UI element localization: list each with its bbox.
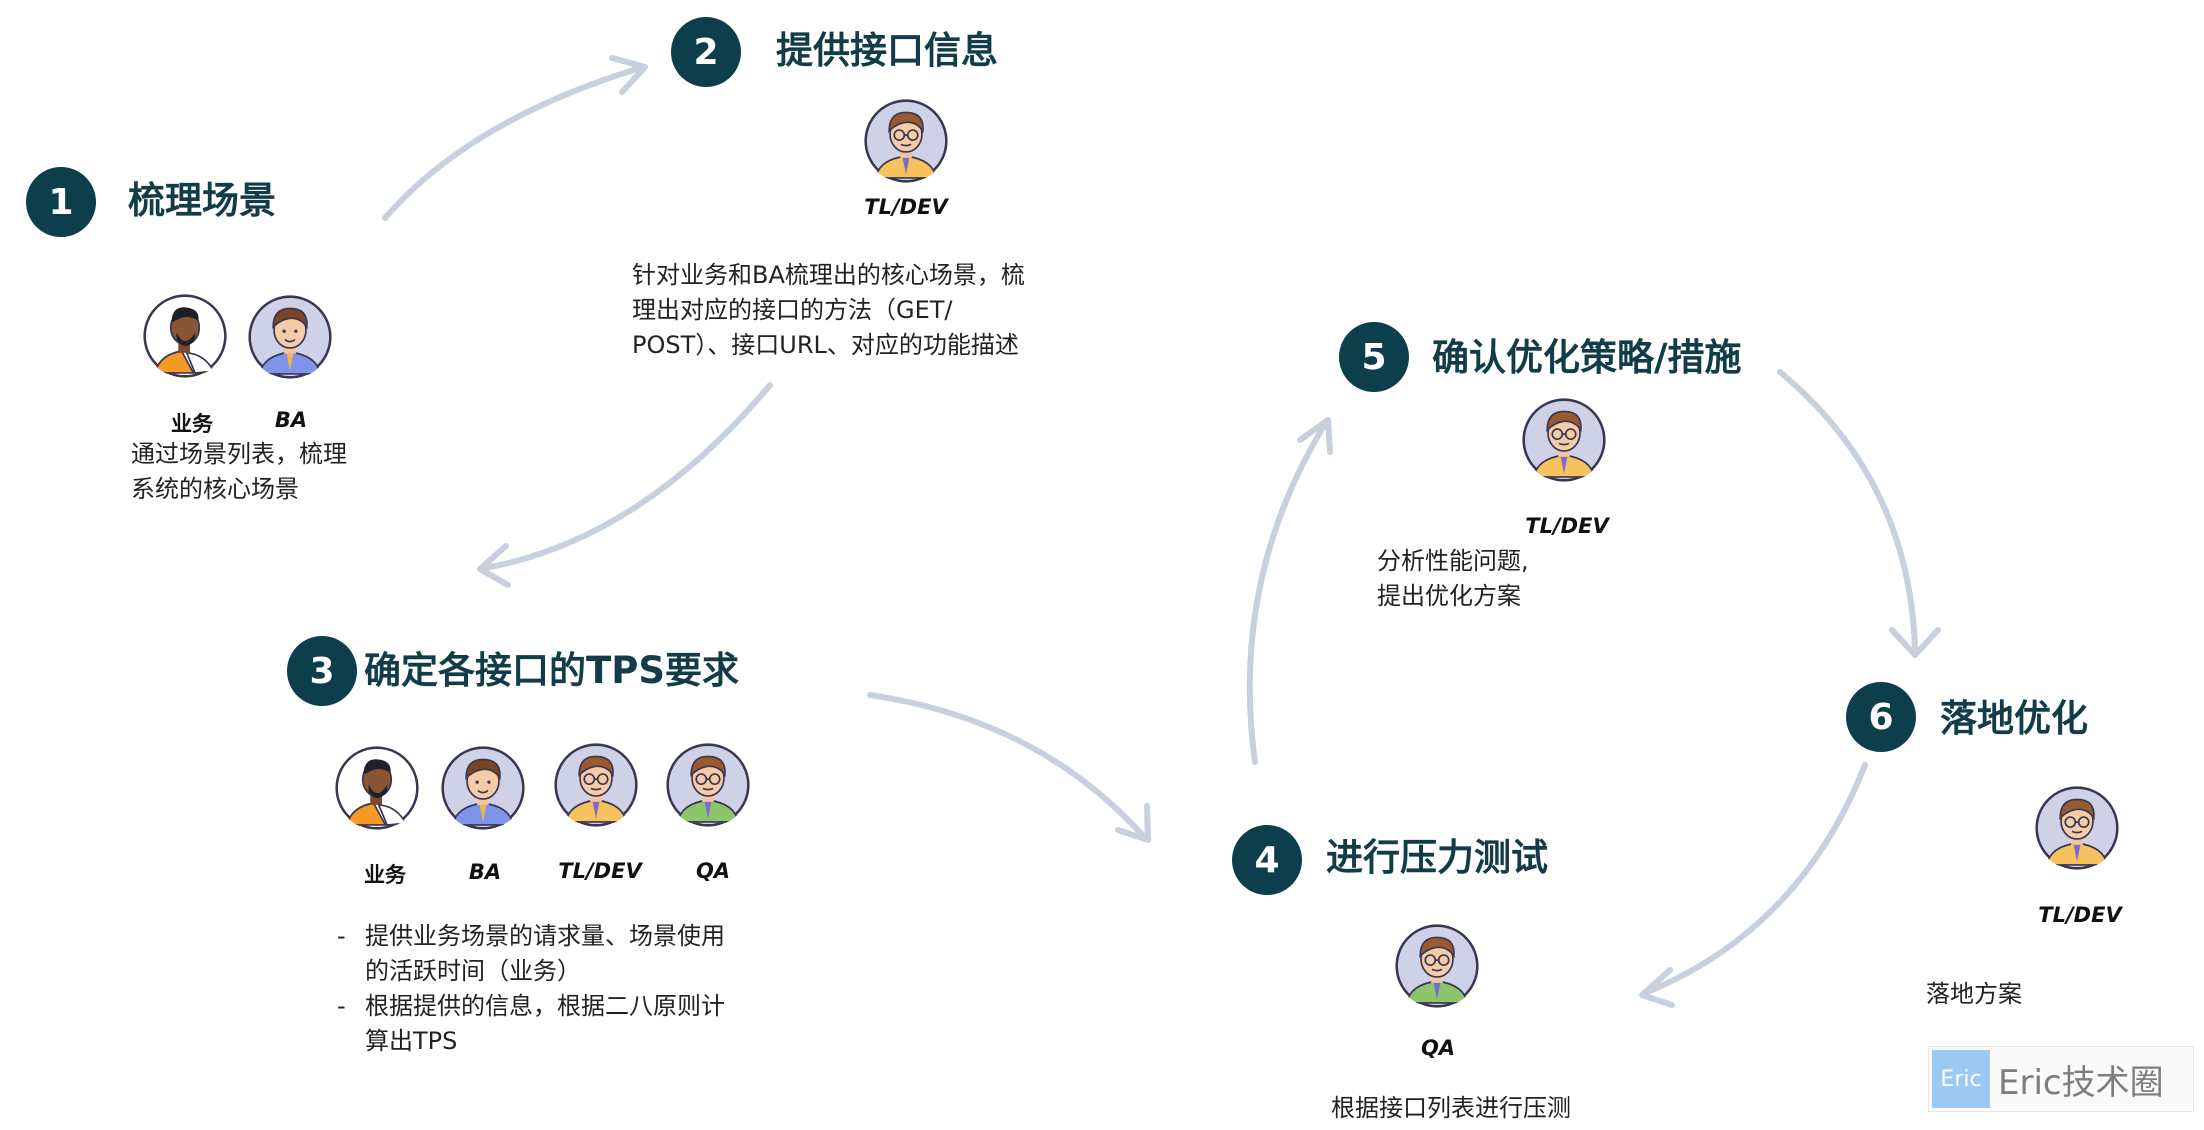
step-4-description: 根据接口列表进行压测 [1331,1091,1571,1126]
arrow-1-to-2-head [609,55,648,95]
tldev-avatar [1522,398,1606,482]
step-5-desc-line: 提出优化方案 [1377,582,1521,610]
arrow-3-to-4 [867,692,1148,841]
step-5-desc-line: 分析性能问题, [1377,547,1529,575]
step-6-desc-line: 落地方案 [1926,980,2022,1008]
qa-avatar [1395,924,1479,1008]
role-tldev: TL/DEV [2038,903,2122,927]
step-4-desc-line: 根据接口列表进行压测 [1331,1094,1571,1122]
business-avatar [143,294,227,378]
step-1-desc-line: 通过场景列表，梳理 [131,440,347,468]
business-avatar [335,746,419,830]
step-1-desc-line: 系统的核心场景 [131,475,299,503]
role-qa: QA [695,859,731,883]
arrow-6-to-4 [1642,762,1868,996]
step-4-badge: 4 [1232,825,1302,895]
arrow-5-to-6-head [1889,627,1941,658]
step-3-title: 确定各接口的TPS要求 [364,649,740,692]
role-tldev: TL/DEV [1525,514,1609,538]
role-ba: BA [468,860,502,884]
watermark: Eric Eric技术圈 [1928,1046,2194,1112]
step-3-badge: 3 [287,636,357,706]
step-2-title: 提供接口信息 [776,29,998,72]
step-2-desc-line: 理出对应的接口的方法（GET/ [632,296,953,324]
watermark-logo: Eric [1932,1050,1990,1108]
step-1-title: 梳理场景 [128,179,276,222]
role-ba: BA [274,408,308,432]
step-3-description: 提供业务场景的请求量、场景使用 的活跃时间（业务） 根据提供的信息，根据二八原则… [337,919,725,1059]
step-3-bullet: 提供业务场景的请求量、场景使用 的活跃时间（业务） [337,919,725,989]
tldev-avatar [2035,786,2119,870]
step-5-badge: 5 [1339,322,1409,392]
step-5-title: 确认优化策略/措施 [1432,336,1742,379]
arrow-6-to-4-head [1639,967,1675,1008]
step-6-badge: 6 [1846,682,1916,752]
step-3-bullet: 根据提供的信息，根据二八原则计 算出TPS [337,989,725,1059]
ba-avatar [441,746,525,830]
step-2-description: 针对业务和BA梳理出的核心场景，梳 理出对应的接口的方法（GET/ POST）、… [632,258,1025,363]
arrow-2-to-3-head [477,543,511,588]
step-6-description: 落地方案 [1926,977,2022,1012]
role-tldev: TL/DEV [864,195,948,219]
step-6-title: 落地优化 [1940,697,2088,740]
step-2-badge: 2 [671,17,741,87]
role-qa: QA [1420,1036,1456,1060]
step-2-desc-line: 针对业务和BA梳理出的核心场景，梳 [632,261,1025,289]
step-4-title: 进行压力测试 [1326,836,1548,879]
arrow-2-to-3 [482,382,773,571]
arrow-4-to-5-head [1297,417,1333,455]
step-2-desc-line: POST）、接口URL、对应的功能描述 [632,331,1019,359]
step-1-description: 通过场景列表，梳理 系统的核心场景 [131,437,347,507]
tldev-avatar [554,743,638,827]
watermark-text: Eric技术圈 [1998,1062,2164,1103]
step-1-badge: 1 [26,167,96,237]
tldev-avatar [864,99,948,183]
step-5-description: 分析性能问题, 提出优化方案 [1377,544,1529,614]
role-business: 业务 [364,863,406,887]
arrow-4-to-5 [1246,421,1328,765]
arrow-3-to-4-head [1115,803,1151,843]
arrow-1-to-2 [382,65,643,221]
ba-avatar [248,295,332,379]
arrow-5-to-6 [1777,369,1918,653]
qa-avatar [666,743,750,827]
role-tldev: TL/DEV [558,859,642,883]
role-business: 业务 [171,412,213,436]
